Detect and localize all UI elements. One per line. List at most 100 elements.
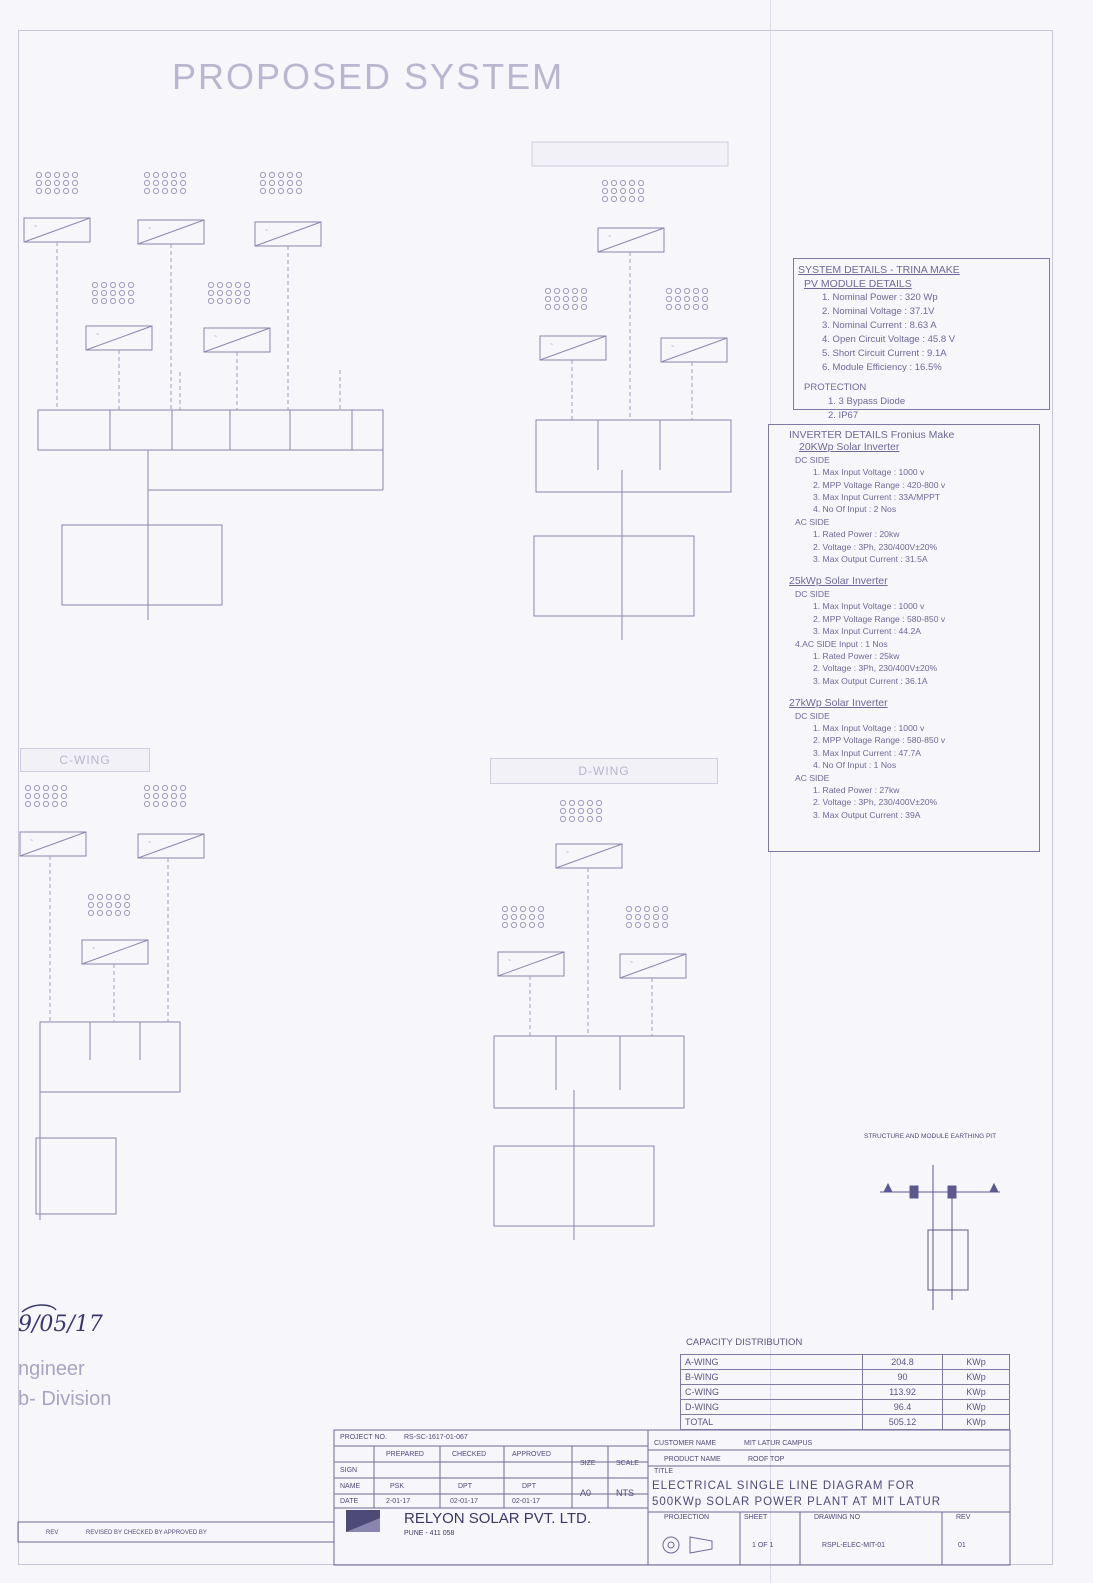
unit-cell: KWp	[942, 1399, 1010, 1415]
d-wing-label: D-WING	[490, 758, 718, 784]
checked-date: 02-01-17	[450, 1498, 479, 1505]
wing-cell: A-WING	[680, 1354, 863, 1370]
approved-header: APPROVED	[512, 1451, 551, 1458]
value-cell: 96.4	[862, 1399, 943, 1415]
dc-item: 4. No Of Input : 2 Nos	[813, 504, 897, 515]
ac-side-label: AC SIDE	[795, 772, 830, 783]
title-block: PROJECT NO. RS-SC-1617-01-067 PREPARED C…	[334, 1430, 1010, 1565]
wing-cell: C-WING	[680, 1384, 863, 1400]
inverter-details-panel: INVERTER DETAILS Fronius Make 20KWp Sola…	[768, 424, 1040, 852]
value-cell: 505.12	[862, 1414, 943, 1430]
pv-item: 6. Module Efficiency : 16.5%	[822, 362, 942, 373]
customer-label: CUSTOMER NAME	[654, 1440, 717, 1447]
prepared-header: PREPARED	[386, 1451, 424, 1458]
product-label: PRODUCT NAME	[664, 1456, 721, 1463]
handwritten-date: 9/05/17	[18, 1312, 103, 1337]
drawing-title-line-1: ELECTRICAL SINGLE LINE DIAGRAM FOR	[652, 1480, 915, 1492]
approved-name: DPT	[522, 1483, 536, 1490]
product-name: ROOF TOP	[748, 1456, 785, 1463]
company-name: RELYON SOLAR PVT. LTD.	[404, 1510, 591, 1527]
drawing-title: ELECTRICAL SINGLE LINE DIAGRAM FOR 500KW…	[652, 1478, 941, 1510]
inverter-details-heading: INVERTER DETAILS Fronius Make	[789, 429, 955, 441]
pv-item: 2. Nominal Voltage : 37.1V	[822, 306, 935, 317]
ac-item: 1. Rated Power : 20kw	[813, 529, 900, 540]
inverter-25kw-title: 25kWp Solar Inverter	[789, 575, 888, 588]
ac-item: 3. Max Output Current : 39A	[813, 809, 921, 820]
rev-label: REV	[956, 1514, 971, 1521]
size-value: A0	[580, 1488, 592, 1498]
dc-item: 2. MPP Voltage Range : 580-850 v	[813, 613, 946, 624]
unit-cell: KWp	[942, 1414, 1010, 1430]
dc-side-label: DC SIDE	[795, 454, 830, 465]
pv-module-heading: PV MODULE DETAILS	[804, 278, 912, 290]
sign-label: SIGN	[340, 1467, 358, 1474]
value-cell: 90	[862, 1369, 943, 1385]
project-no: RS-SC-1617-01-067	[404, 1434, 468, 1441]
table-row: D-WING 96.4 KWp	[680, 1399, 1010, 1415]
wing-cell: D-WING	[680, 1399, 863, 1415]
company-city: PUNE - 411 058	[404, 1530, 455, 1537]
c-wing-label: C-WING	[20, 748, 150, 772]
dc-side-label: DC SIDE	[795, 588, 830, 599]
table-row: B-WING 90 KWp	[680, 1369, 1010, 1385]
ac-item: 2. Voltage : 3Ph, 230/400V±20%	[813, 663, 938, 674]
stamp-line-2: b- Division	[18, 1388, 112, 1410]
checked-name: DPT	[458, 1483, 472, 1490]
wing-cell: B-WING	[680, 1369, 863, 1385]
title-label: TITLE	[654, 1468, 674, 1475]
inverter-20kw-title: 20KWp Solar Inverter	[799, 441, 900, 454]
inverter-27kw-title: 27kWp Solar Inverter	[789, 697, 888, 710]
value-cell: 113.92	[862, 1384, 943, 1400]
dc-item: 1. Max Input Voltage : 1000 v	[813, 601, 925, 612]
stamp-line-1: ngineer	[18, 1358, 85, 1380]
project-no-label: PROJECT NO.	[340, 1434, 387, 1441]
protection-item: 2. IP67	[828, 410, 859, 421]
scale-value: NTS	[616, 1488, 634, 1498]
ac-item: 1. Rated Power : 27kw	[813, 784, 900, 795]
approved-date: 02-01-17	[512, 1498, 541, 1505]
capacity-table: A-WING 204.8 KWp B-WING 90 KWp C-WING 11…	[680, 1354, 1010, 1430]
scale-label: SCALE	[616, 1460, 639, 1467]
date-label: DATE	[340, 1498, 359, 1505]
page-title: PROPOSED SYSTEM	[172, 56, 565, 97]
sheet-value: 1 OF 1	[752, 1542, 774, 1549]
prepared-date: 2-01-17	[386, 1498, 411, 1505]
prepared-name: PSK	[390, 1483, 405, 1490]
dc-item: 1. Max Input Voltage : 1000 v	[813, 722, 925, 733]
dc-item: 2. MPP Voltage Range : 420-800 v	[813, 479, 946, 490]
projection-label: PROJECTION	[664, 1514, 710, 1521]
ac-side-label: 4.AC SIDE Input : 1 Nos	[795, 638, 888, 649]
dc-item: 3. Max Input Current : 47.7A	[813, 747, 921, 758]
wing-cell: TOTAL	[680, 1414, 863, 1430]
table-row: TOTAL 505.12 KWp	[680, 1414, 1010, 1430]
system-details-heading: SYSTEM DETAILS - TRINA MAKE	[798, 264, 960, 276]
ac-item: 1. Rated Power : 25kw	[813, 650, 900, 661]
dc-item: 3. Max Input Current : 44.2A	[813, 626, 921, 637]
dc-side-label: DC SIDE	[795, 710, 830, 721]
ac-item: 3. Max Output Current : 36.1A	[813, 675, 928, 686]
customer-name: MIT LATUR CAMPUS	[744, 1440, 813, 1447]
ac-item: 3. Max Output Current : 31.5A	[813, 554, 928, 565]
protection-heading: PROTECTION	[804, 382, 867, 393]
unit-cell: KWp	[942, 1354, 1010, 1370]
ac-side-label: AC SIDE	[795, 516, 830, 527]
dc-item: 1. Max Input Voltage : 1000 v	[813, 467, 925, 478]
unit-cell: KWp	[942, 1369, 1010, 1385]
table-row: C-WING 113.92 KWp	[680, 1384, 1010, 1400]
sheet-label: SHEET	[744, 1514, 768, 1521]
value-cell: 204.8	[862, 1354, 943, 1370]
pv-item: 1. Nominal Power : 320 Wp	[822, 292, 938, 303]
pv-item: 5. Short Circuit Current : 9.1A	[822, 348, 947, 359]
protection-item: 1. 3 Bypass Diode	[828, 396, 906, 407]
dc-item: 4. No Of Input : 1 Nos	[813, 760, 897, 771]
capacity-title: CAPACITY DISTRIBUTION	[686, 1337, 803, 1348]
ac-item: 2. Voltage : 3Ph, 230/400V±20%	[813, 797, 938, 808]
dc-item: 2. MPP Voltage Range : 580-850 v	[813, 735, 946, 746]
structure-earthing-title: STRUCTURE AND MODULE EARTHING PIT	[864, 1133, 997, 1140]
ac-item: 2. Voltage : 3Ph, 230/400V±20%	[813, 541, 938, 552]
pv-item: 4. Open Circuit Voltage : 45.8 V	[822, 334, 956, 345]
drawing-title-line-2: 500KWp SOLAR POWER PLANT AT MIT LATUR	[652, 1496, 942, 1508]
footer-rev-label: REV	[46, 1530, 59, 1536]
footer-revision-text: REVISED BY CHECKED BY APPROVED BY	[86, 1530, 207, 1536]
